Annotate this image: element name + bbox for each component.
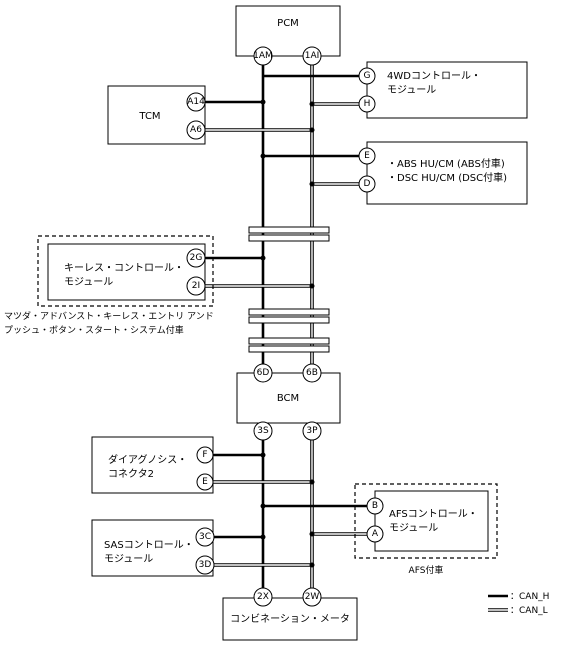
svg-text:H: H — [364, 99, 371, 109]
connector-pin-4wd-l: H — [358, 95, 376, 113]
connector-pin-sas-l: 3D — [195, 555, 215, 575]
abs-label-line2: ・DSC HU/CM (DSC付車) — [387, 171, 507, 184]
connector-pin-4wd-h: G — [358, 67, 376, 85]
keyless-option-note-line2: プッシュ・ボタン・スタート・システム付車 — [4, 324, 184, 336]
svg-text:3S: 3S — [257, 426, 269, 436]
svg-text:6D: 6D — [257, 368, 270, 378]
tcm-label: TCM — [138, 111, 160, 122]
svg-text:D: D — [364, 179, 371, 189]
legend-can-l-label: ：CAN_L — [510, 606, 548, 616]
can-l-branches — [205, 102, 375, 567]
diag-label-line1: ダイアグノシス・ — [108, 453, 187, 466]
pcm-box — [235, 5, 341, 57]
pcm-label: PCM — [277, 18, 299, 29]
bcm-label: BCM — [277, 393, 299, 404]
bcm-box — [236, 372, 341, 424]
afs-label-line1: AFSコントロール・ — [389, 509, 478, 520]
svg-text:2W: 2W — [305, 592, 320, 602]
connector-pin-afs-h: B — [366, 497, 384, 515]
keyless-label-line1: キーレス・コントロール・ — [64, 263, 184, 274]
connector-pin-sas-h: 3C — [195, 527, 215, 547]
svg-text:G: G — [364, 71, 371, 81]
connector-pin-bcm-bottom-h: 3S — [253, 421, 273, 441]
afs-option-frame — [354, 483, 498, 559]
fourwd-module-box — [366, 61, 528, 119]
afs-label-line2: モジュール — [389, 523, 438, 534]
svg-text:E: E — [202, 477, 208, 487]
sas-label-line1: SASコントロール・ — [104, 540, 194, 551]
svg-text:2X: 2X — [257, 592, 269, 602]
connector-pin-diag-l: E — [196, 473, 214, 491]
svg-text:1AI: 1AI — [305, 51, 320, 61]
harness-joint-3 — [248, 337, 330, 353]
svg-text:A: A — [372, 529, 379, 539]
combination-meter-box — [222, 597, 358, 641]
connector-pin-tcm-l: A6 — [186, 120, 206, 140]
sas-module-box — [91, 519, 214, 577]
svg-text:3C: 3C — [199, 532, 211, 542]
svg-text:1AM: 1AM — [253, 51, 273, 61]
can-h-branches — [205, 74, 375, 539]
fourwd-label-line1: 4WDコントロール・ — [387, 71, 481, 82]
sas-label-line2: モジュール — [104, 554, 153, 565]
connector-pin-bcm-top-l: 6B — [302, 363, 322, 383]
harness-joint-2 — [248, 308, 330, 324]
svg-text:2I: 2I — [192, 281, 200, 291]
svg-text:F: F — [202, 450, 207, 460]
legend: ：CAN_H ：CAN_L — [488, 592, 549, 616]
svg-text:E: E — [364, 151, 370, 161]
connector-pin-abs-h: E — [358, 147, 376, 165]
connector-pin-keyless-h: 2G — [186, 248, 206, 268]
diag-label-line2: コネクタ2 — [108, 468, 154, 480]
svg-text:2G: 2G — [190, 253, 203, 263]
splice-points — [260, 99, 315, 568]
keyless-option-frame — [37, 235, 214, 307]
connector-pin-pcm-l: 1AI — [302, 46, 322, 66]
abs-label-line1: ・ABS HU/CM (ABS付車) — [387, 157, 505, 170]
connector-pin-bcm-bottom-l: 3P — [302, 421, 322, 441]
svg-text:3P: 3P — [306, 426, 318, 436]
combination-meter-label: コンビネーション・メータ — [230, 613, 350, 625]
legend-can-h-label: ：CAN_H — [510, 592, 549, 602]
svg-text:B: B — [372, 501, 378, 511]
keyless-option-note-line1: マツダ・アドバンスト・キーレス・エントリ アンド — [4, 310, 214, 322]
connector-pin-diag-h: F — [196, 446, 214, 464]
svg-text:6B: 6B — [306, 368, 318, 378]
connector-pin-tcm-h: A14 — [186, 92, 206, 112]
afs-option-note: AFS付車 — [409, 564, 444, 576]
afs-module-box — [374, 490, 489, 552]
harness-joint-1 — [248, 226, 330, 242]
connector-pin-bcm-top-h: 6D — [253, 363, 273, 383]
fourwd-label-line2: モジュール — [387, 85, 436, 96]
svg-text:3D: 3D — [199, 560, 212, 570]
connector-pin-abs-l: D — [358, 175, 376, 193]
svg-text:A6: A6 — [190, 125, 202, 135]
keyless-module-box — [47, 243, 206, 301]
connector-pin-meter-l: 2W — [302, 587, 322, 607]
keyless-label-line2: モジュール — [64, 277, 113, 288]
connector-pin-keyless-l: 2I — [186, 276, 206, 296]
connector-pin-meter-h: 2X — [253, 587, 273, 607]
connector-pin-afs-l: A — [366, 525, 384, 543]
connector-pin-pcm-h: 1AM — [253, 46, 273, 66]
svg-text:A14: A14 — [187, 97, 205, 107]
abs-dsc-module-box — [366, 141, 528, 205]
diag-connector-box — [91, 436, 214, 494]
